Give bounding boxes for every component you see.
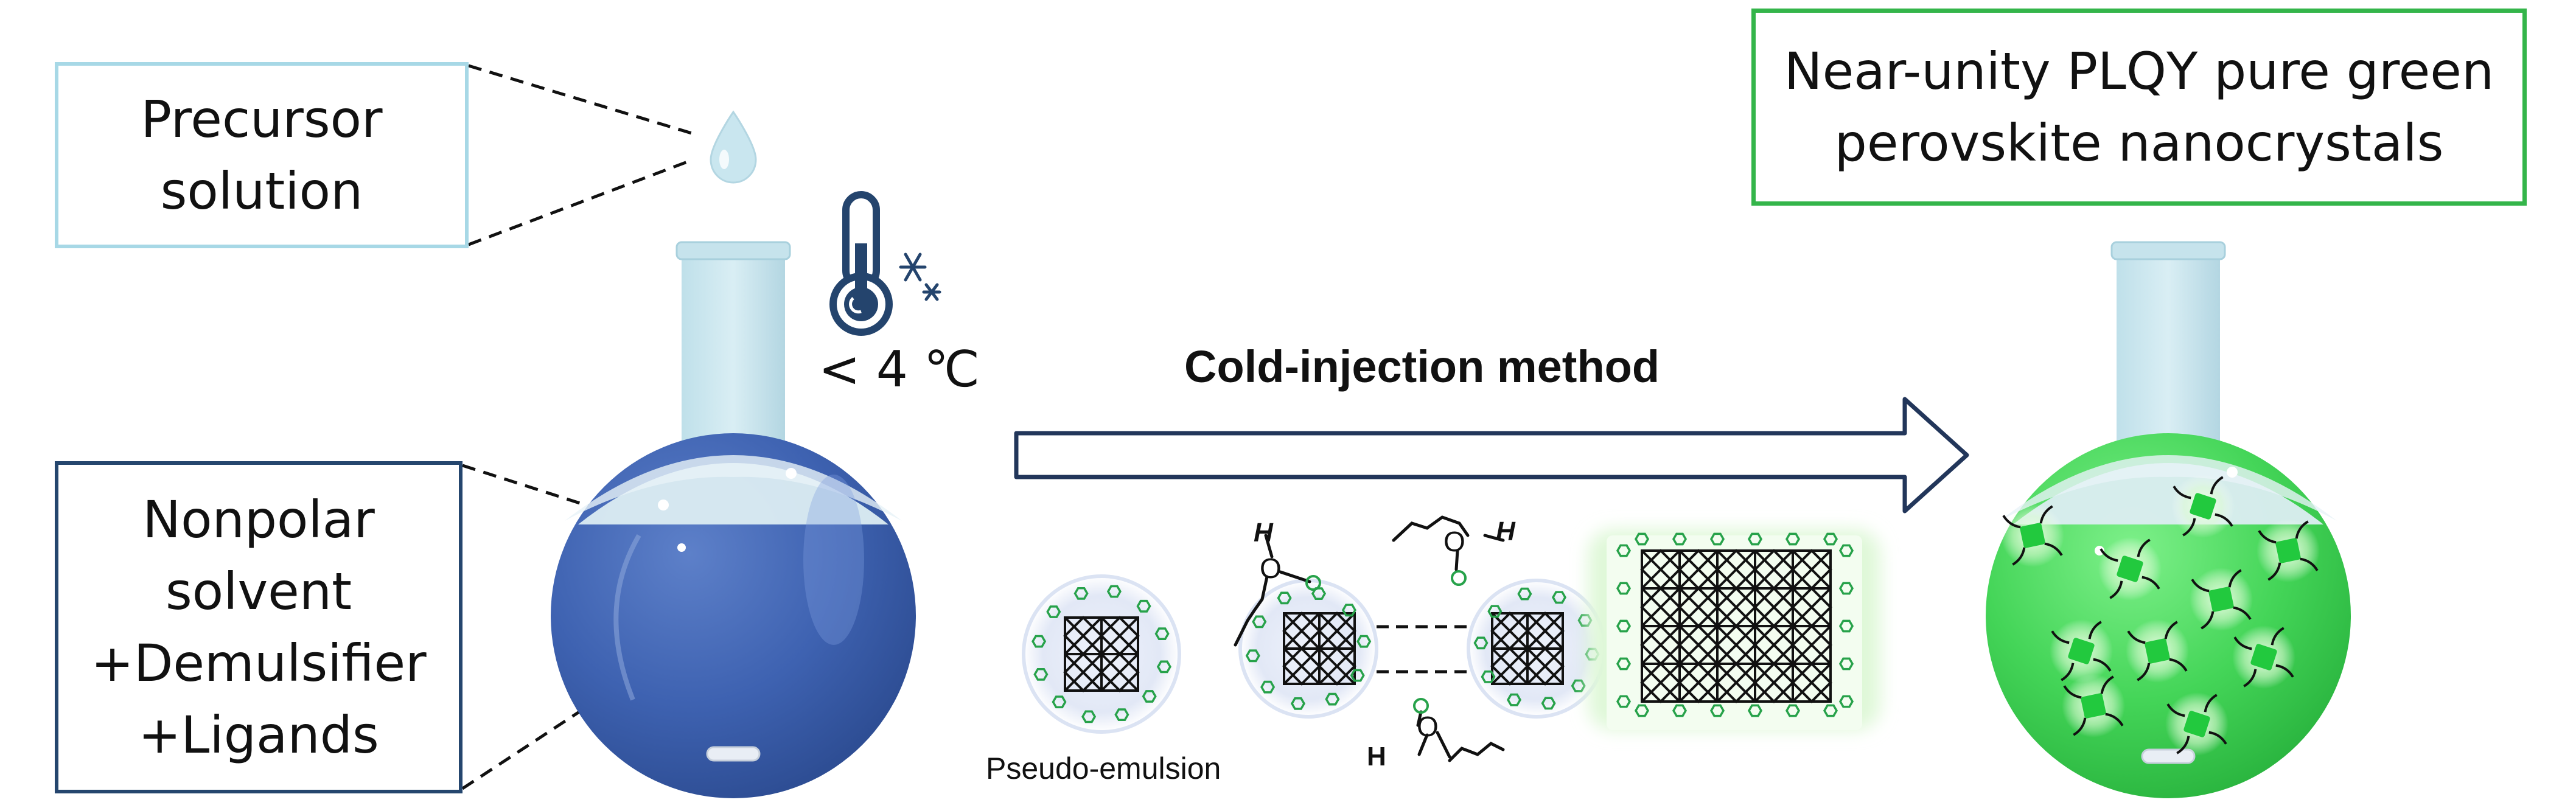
method-label: Cold-injection method: [1184, 341, 1660, 392]
pseudo-emulsion-particle: [1022, 574, 1181, 734]
nonpolar-solvent-label: Nonpolar solvent +Demulsifier +Ligands: [55, 461, 462, 793]
flask-green: [1986, 241, 2351, 798]
droplet-icon: [710, 110, 757, 184]
demulsifier-interaction: O H O H O H: [1234, 515, 1607, 771]
atom-oxygen-1: O: [1260, 552, 1282, 584]
perovskite-lattice-crystal: [1588, 529, 1880, 730]
process-arrow: [1014, 397, 1969, 514]
atom-oxygen-2: O: [1443, 526, 1465, 557]
atom-hydrogen-2: H: [1496, 517, 1516, 546]
atom-oxygen-3: O: [1417, 711, 1439, 742]
flask-blue: [551, 241, 916, 798]
atom-hydrogen-3: H: [1367, 742, 1386, 771]
green-nanocrystals: [2001, 475, 2320, 756]
snowflake-icon: [899, 252, 941, 301]
temperature-label: < 4 ℃: [819, 341, 980, 399]
precursor-solution-label: Precursor solution: [55, 62, 469, 248]
atom-hydrogen-1: H: [1254, 518, 1274, 548]
pseudo-emulsion-label: Pseudo-emulsion: [986, 751, 1221, 785]
product-label: Near-unity PLQY pure green perovskite na…: [1751, 9, 2527, 206]
thermometer-icon: [829, 191, 893, 336]
